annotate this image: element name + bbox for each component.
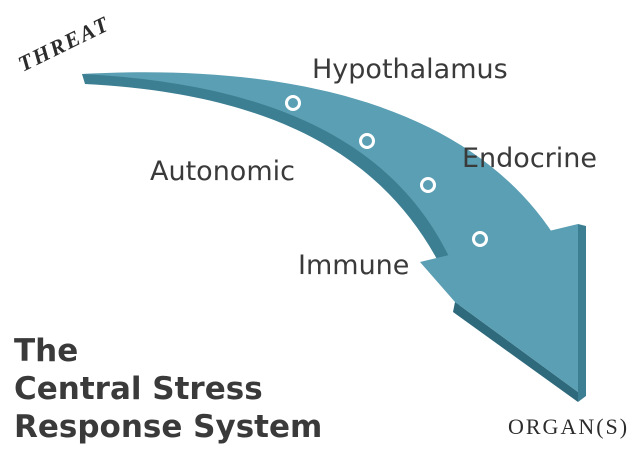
diagram-title: The Central Stress Response System [14, 332, 322, 446]
immune-label: Immune [298, 252, 409, 279]
organ-label: ORGAN(S) [508, 414, 629, 440]
arrowhead-edge [578, 224, 586, 402]
title-line-1: The [14, 332, 322, 370]
autonomic-label: Autonomic [150, 158, 295, 185]
endocrine-label: Endocrine [462, 145, 597, 172]
title-line-2: Central Stress [14, 370, 322, 408]
title-line-3: Response System [14, 408, 322, 446]
hypothalamus-label: Hypothalamus [312, 56, 508, 83]
